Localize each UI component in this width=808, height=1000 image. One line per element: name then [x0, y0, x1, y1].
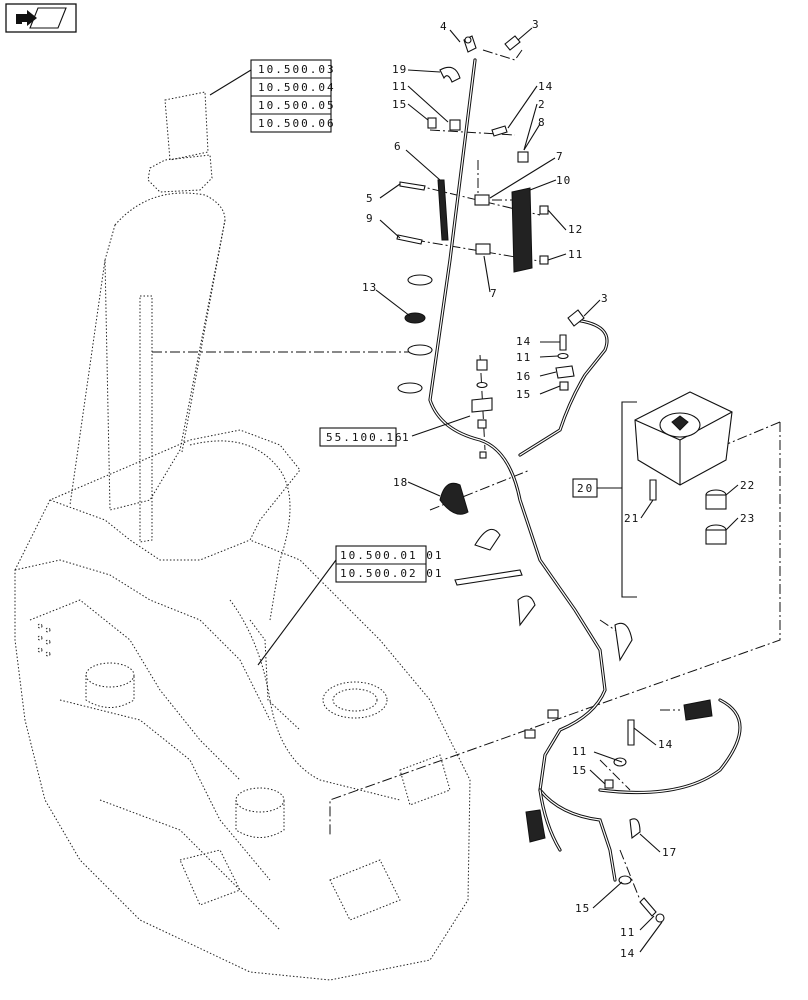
callout-22[interactable]: 22 — [740, 479, 755, 492]
part-lower-cluster[interactable] — [524, 709, 665, 923]
part-nut-15-mid[interactable] — [559, 381, 569, 391]
callout-11[interactable]: 11 — [516, 351, 531, 364]
part-strap-18[interactable] — [439, 482, 469, 515]
ref-10-500-02-01[interactable]: 10.500.02 01 — [340, 567, 443, 580]
part-mount-23[interactable] — [705, 524, 727, 545]
reference-box-module[interactable]: 20 — [572, 478, 598, 498]
callout-6[interactable]: 6 — [394, 140, 402, 153]
callout-11[interactable]: 11 — [392, 80, 407, 93]
part-screw-14-top[interactable] — [491, 125, 508, 137]
reference-box-harness[interactable]: 55.100.16 — [319, 427, 404, 447]
callout-7[interactable]: 7 — [556, 150, 564, 163]
part-nut-11-mid[interactable] — [539, 255, 549, 265]
reference-box-group-mid[interactable]: 10.500.01 01 10.500.02 01 — [335, 545, 443, 583]
callout-15[interactable]: 15 — [572, 764, 587, 777]
part-nut-12[interactable] — [539, 205, 549, 215]
part-cover-10[interactable] — [511, 187, 533, 273]
part-bolt-15-top[interactable] — [427, 117, 437, 129]
callout-12[interactable]: 12 — [568, 223, 583, 236]
callout-4[interactable]: 4 — [440, 20, 448, 33]
callout-14[interactable]: 14 — [538, 80, 553, 93]
callout-14[interactable]: 14 — [516, 335, 531, 348]
callout-3[interactable]: 3 — [601, 292, 609, 305]
part-connector-3-top[interactable] — [504, 35, 521, 51]
callout-8[interactable]: 8 — [538, 116, 546, 129]
part-bolt-9[interactable] — [396, 234, 423, 245]
callout-3[interactable]: 3 — [532, 18, 540, 31]
part-connector-4[interactable] — [463, 35, 477, 53]
ref-10-500-03[interactable]: 10.500.03 — [258, 63, 336, 76]
tractor-body-outline — [14, 91, 471, 981]
callout-14[interactable]: 14 — [658, 738, 673, 751]
wiring-harness — [428, 58, 742, 882]
callout-13[interactable]: 13 — [362, 281, 377, 294]
return-arrow-icon — [16, 7, 67, 29]
part-bolt-5[interactable] — [399, 181, 426, 191]
leader-line — [257, 559, 337, 666]
part-stack-mid[interactable] — [471, 359, 493, 459]
leader-lines — [375, 27, 739, 953]
callout-5[interactable]: 5 — [366, 192, 374, 205]
callout-10[interactable]: 10 — [556, 174, 571, 187]
callout-16[interactable]: 16 — [516, 370, 531, 383]
callout-18[interactable]: 18 — [393, 476, 408, 489]
part-bolt-21[interactable] — [649, 479, 657, 501]
part-strip-6[interactable] — [437, 179, 449, 241]
callout-14[interactable]: 14 — [620, 947, 635, 960]
part-control-module-20[interactable] — [634, 391, 733, 486]
part-connector-3-right[interactable] — [567, 309, 585, 327]
bracket-line — [621, 401, 637, 598]
ref-10-500-05[interactable]: 10.500.05 — [258, 99, 336, 112]
part-block-7-top[interactable] — [474, 194, 490, 206]
callout-11[interactable]: 11 — [620, 926, 635, 939]
leader-line — [209, 69, 252, 96]
part-washer-11-mid[interactable] — [557, 352, 569, 360]
callout-1[interactable]: 1 — [402, 431, 410, 444]
part-grommet-2[interactable] — [517, 151, 529, 163]
part-clip-16[interactable] — [555, 365, 575, 379]
part-clamp-13[interactable] — [397, 274, 433, 394]
callout-19[interactable]: 19 — [392, 63, 407, 76]
reference-box-group-top[interactable]: 10.500.03 10.500.04 10.500.05 10.500.06 — [250, 59, 336, 133]
part-clip-19[interactable] — [439, 66, 461, 83]
part-clip-11-top[interactable] — [449, 119, 461, 131]
callout-17[interactable]: 17 — [662, 846, 677, 859]
part-connector-right-far[interactable] — [683, 699, 713, 721]
callout-2[interactable]: 2 — [538, 98, 546, 111]
ref-10-500-04[interactable]: 10.500.04 — [258, 81, 336, 94]
part-block-7-bottom[interactable] — [475, 243, 491, 255]
part-mount-22[interactable] — [705, 489, 727, 510]
part-strap-lower[interactable] — [454, 528, 633, 662]
callout-11[interactable]: 11 — [568, 248, 583, 261]
callout-15[interactable]: 15 — [575, 902, 590, 915]
callout-9[interactable]: 9 — [366, 212, 374, 225]
part-screw-14-mid[interactable] — [559, 334, 567, 351]
callout-labels: 4 3 19 11 15 14 2 8 6 7 10 5 9 12 11 7 1… — [362, 18, 755, 960]
callout-21[interactable]: 21 — [624, 512, 639, 525]
nav-return-button[interactable] — [5, 3, 77, 33]
callout-7[interactable]: 7 — [490, 287, 498, 300]
ref-10-500-06[interactable]: 10.500.06 — [258, 117, 336, 130]
callout-15[interactable]: 15 — [516, 388, 531, 401]
callout-23[interactable]: 23 — [740, 512, 755, 525]
ref-20[interactable]: 20 — [577, 482, 594, 495]
callout-11[interactable]: 11 — [572, 745, 587, 758]
callout-15[interactable]: 15 — [392, 98, 407, 111]
ref-10-500-01-01[interactable]: 10.500.01 01 — [340, 549, 443, 562]
ref-55-100-16[interactable]: 55.100.16 — [326, 431, 404, 444]
